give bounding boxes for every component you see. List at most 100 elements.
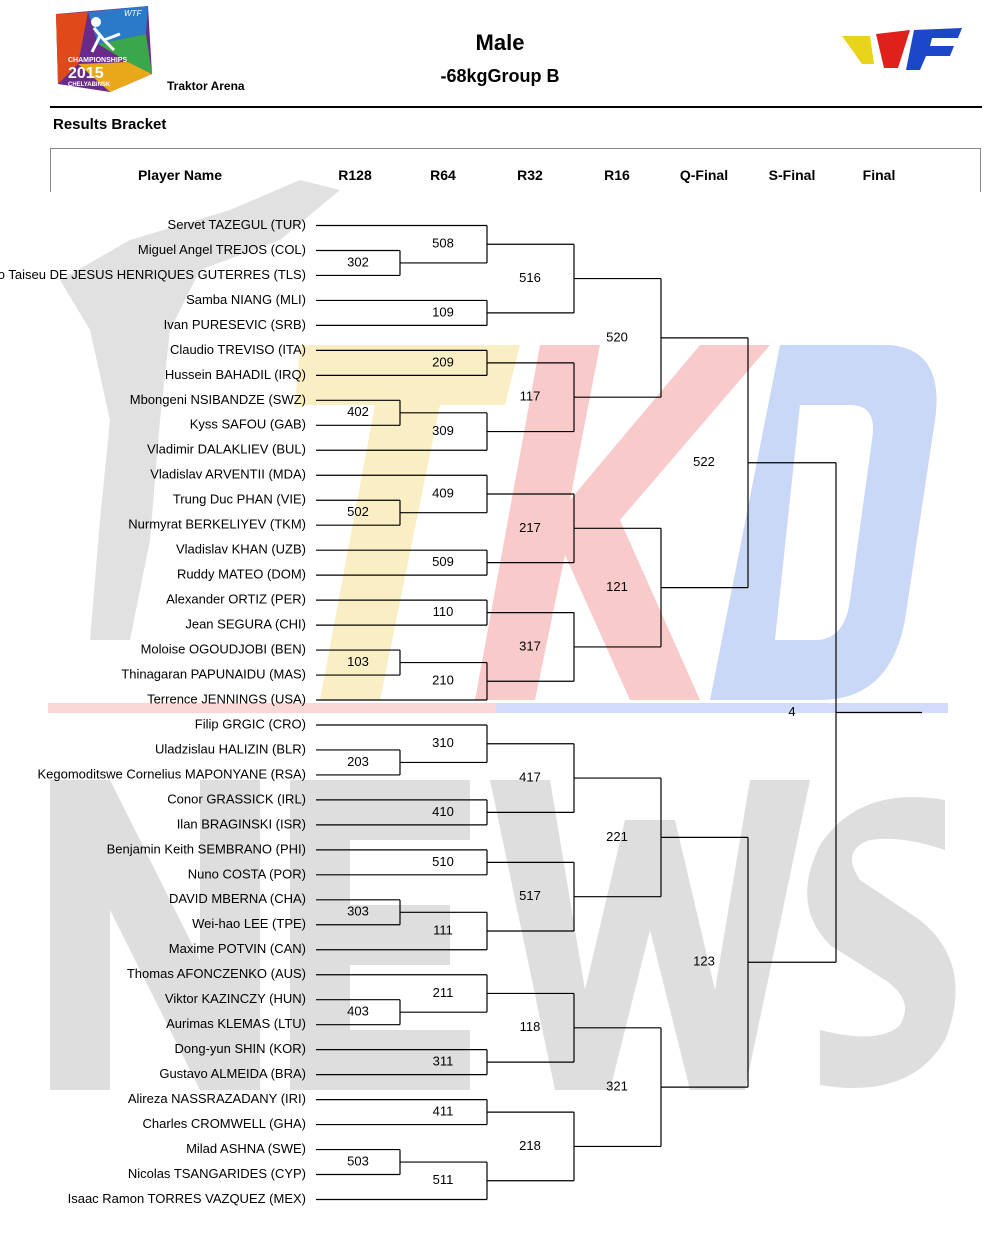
match-number-r128: 303 (347, 904, 369, 919)
match-number-r64: 111 (433, 922, 453, 937)
match-number-r128: 302 (347, 254, 369, 269)
match-number-r64: 410 (432, 804, 454, 819)
match-number-sfinal: 4 (788, 704, 795, 719)
match-number-r128: 403 (347, 1004, 369, 1019)
col-player-name: Player Name (137, 167, 223, 183)
player-name: Uladzislau HALIZIN (BLR) (155, 741, 306, 756)
match-number-r128: 203 (347, 754, 369, 769)
watermark (48, 180, 956, 1090)
match-number-r16: 121 (606, 579, 628, 594)
wtf-logo (842, 28, 962, 70)
player-name: Alexander ORTIZ (PER) (166, 592, 306, 607)
player-name: Servet TAZEGUL (TUR) (168, 217, 306, 232)
match-number-r32: 517 (519, 888, 541, 903)
match-number-r64: 309 (432, 423, 454, 438)
player-name: Thomas AFONCZENKO (AUS) (127, 966, 306, 981)
player-name: Vladislav ARVENTII (MDA) (150, 467, 306, 482)
player-name: Jean SEGURA (CHI) (185, 617, 306, 632)
watermark-stripe-blue (496, 703, 948, 713)
player-name: Claudio TREVISO (ITA) (170, 342, 306, 357)
championship-logo: CHAMPIONSHIPS 2015 CHELYABINSK WTF (56, 6, 152, 92)
col-final: Final (862, 167, 896, 183)
col-r16: R16 (604, 167, 630, 183)
logo-line-2: 2015 (68, 65, 104, 82)
bracket-lines (316, 224, 922, 1201)
player-name: Lourenco Taiseu DE JESUS HENRIQUES GUTER… (0, 267, 306, 282)
player-name: Kegomoditswe Cornelius MAPONYANE (RSA) (37, 766, 306, 781)
player-name: Nicolas TSANGARIDES (CYP) (128, 1166, 306, 1181)
match-number-r64: 411 (433, 1104, 454, 1119)
player-name: Alireza NASSRAZADANY (IRI) (128, 1091, 306, 1106)
watermark-news-letter-1 (290, 780, 470, 1090)
match-number-r16: 520 (606, 329, 628, 344)
match-number-r64: 109 (432, 304, 454, 319)
watermark-news-letter-0 (50, 780, 260, 1090)
player-name: Charles CROMWELL (GHA) (143, 1116, 306, 1131)
player-name: Conor GRASSICK (IRL) (167, 791, 306, 806)
venue-label: Traktor Arena (167, 79, 245, 93)
player-name: Moloise OGOUDJOBI (BEN) (141, 642, 306, 657)
col-r64: R64 (430, 167, 456, 183)
match-number-r64: 508 (432, 236, 454, 251)
match-number-qfinal: 123 (693, 954, 715, 969)
player-name: Aurimas KLEMAS (LTU) (166, 1016, 306, 1031)
player-name: Maxime POTVIN (CAN) (169, 941, 306, 956)
player-name: Ruddy MATEO (DOM) (177, 567, 306, 582)
watermark-silhouette (60, 180, 340, 640)
match-number-r128: 402 (347, 404, 369, 419)
match-number-r32: 317 (519, 638, 541, 653)
match-number-qfinal: 522 (693, 454, 715, 469)
match-number-r128: 502 (347, 504, 369, 519)
match-number-r64: 511 (433, 1172, 454, 1187)
player-name: DAVID MBERNA (CHA) (169, 891, 306, 906)
match-number-r16: 321 (606, 1079, 628, 1094)
match-number-r32: 118 (520, 1019, 541, 1034)
player-name: Dong-yun SHIN (KOR) (175, 1041, 306, 1056)
match-number-r16: 221 (606, 829, 628, 844)
match-number-r64: 209 (432, 354, 454, 369)
player-name: Benjamin Keith SEMBRANO (PHI) (107, 841, 306, 856)
match-number-r128: 103 (347, 654, 369, 669)
col-r128: R128 (338, 167, 372, 183)
player-name: Samba NIANG (MLI) (186, 292, 306, 307)
player-name: Vladislav KHAN (UZB) (176, 542, 306, 557)
match-number-r32: 217 (519, 520, 541, 535)
match-number-r32: 516 (519, 270, 541, 285)
watermark-letter-k (475, 345, 770, 700)
match-number-r64: 110 (433, 604, 454, 619)
header-divider (50, 106, 982, 108)
player-name: Ilan BRAGINSKI (ISR) (177, 816, 306, 831)
player-name: Vladimir DALAKLIEV (BUL) (147, 442, 306, 457)
watermark-letter-d (710, 345, 937, 700)
player-name: Thinagaran PAPUNAIDU (MAS) (121, 666, 306, 681)
player-name: Hussein BAHADIL (IRQ) (165, 367, 306, 382)
logo-line-3: CHELYABINSK (68, 82, 111, 88)
match-number-r64: 311 (433, 1054, 454, 1069)
match-number-r64: 509 (432, 554, 454, 569)
match-number-r64: 211 (433, 985, 454, 1000)
watermark-letter-t (295, 345, 520, 700)
bracket-labels: Servet TAZEGUL (TUR) Miguel Angel TREJOS … (0, 217, 796, 1206)
column-header-frame (50, 148, 981, 192)
page-subtitle: -68kgGroup B (440, 66, 560, 86)
logo-line-1: CHAMPIONSHIPS (68, 57, 127, 64)
section-title: Results Bracket (53, 116, 167, 133)
player-name: Terrence JENNINGS (USA) (147, 691, 306, 706)
player-name: Mbongeni NSIBANDZE (SWZ) (130, 392, 306, 407)
match-number-r32: 218 (519, 1138, 541, 1153)
player-name: Filip GRGIC (CRO) (195, 716, 306, 731)
col-r32: R32 (517, 167, 543, 183)
player-name: Viktor KAZINCZY (HUN) (165, 991, 306, 1006)
match-number-r128: 503 (347, 1153, 369, 1168)
player-name: Nurmyrat BERKELIYEV (TKM) (128, 517, 306, 532)
match-number-r32: 417 (519, 769, 541, 784)
watermark-stripe-red (48, 703, 496, 713)
player-name: Miguel Angel TREJOS (COL) (138, 242, 306, 257)
logo-line-5: WTF (124, 9, 142, 18)
player-name: Kyss SAFOU (GAB) (190, 417, 306, 432)
match-number-r64: 409 (432, 485, 454, 500)
match-number-r32: 117 (520, 389, 541, 404)
player-name: Nuno COSTA (POR) (188, 866, 306, 881)
watermark-news-letter-2 (490, 780, 810, 1090)
